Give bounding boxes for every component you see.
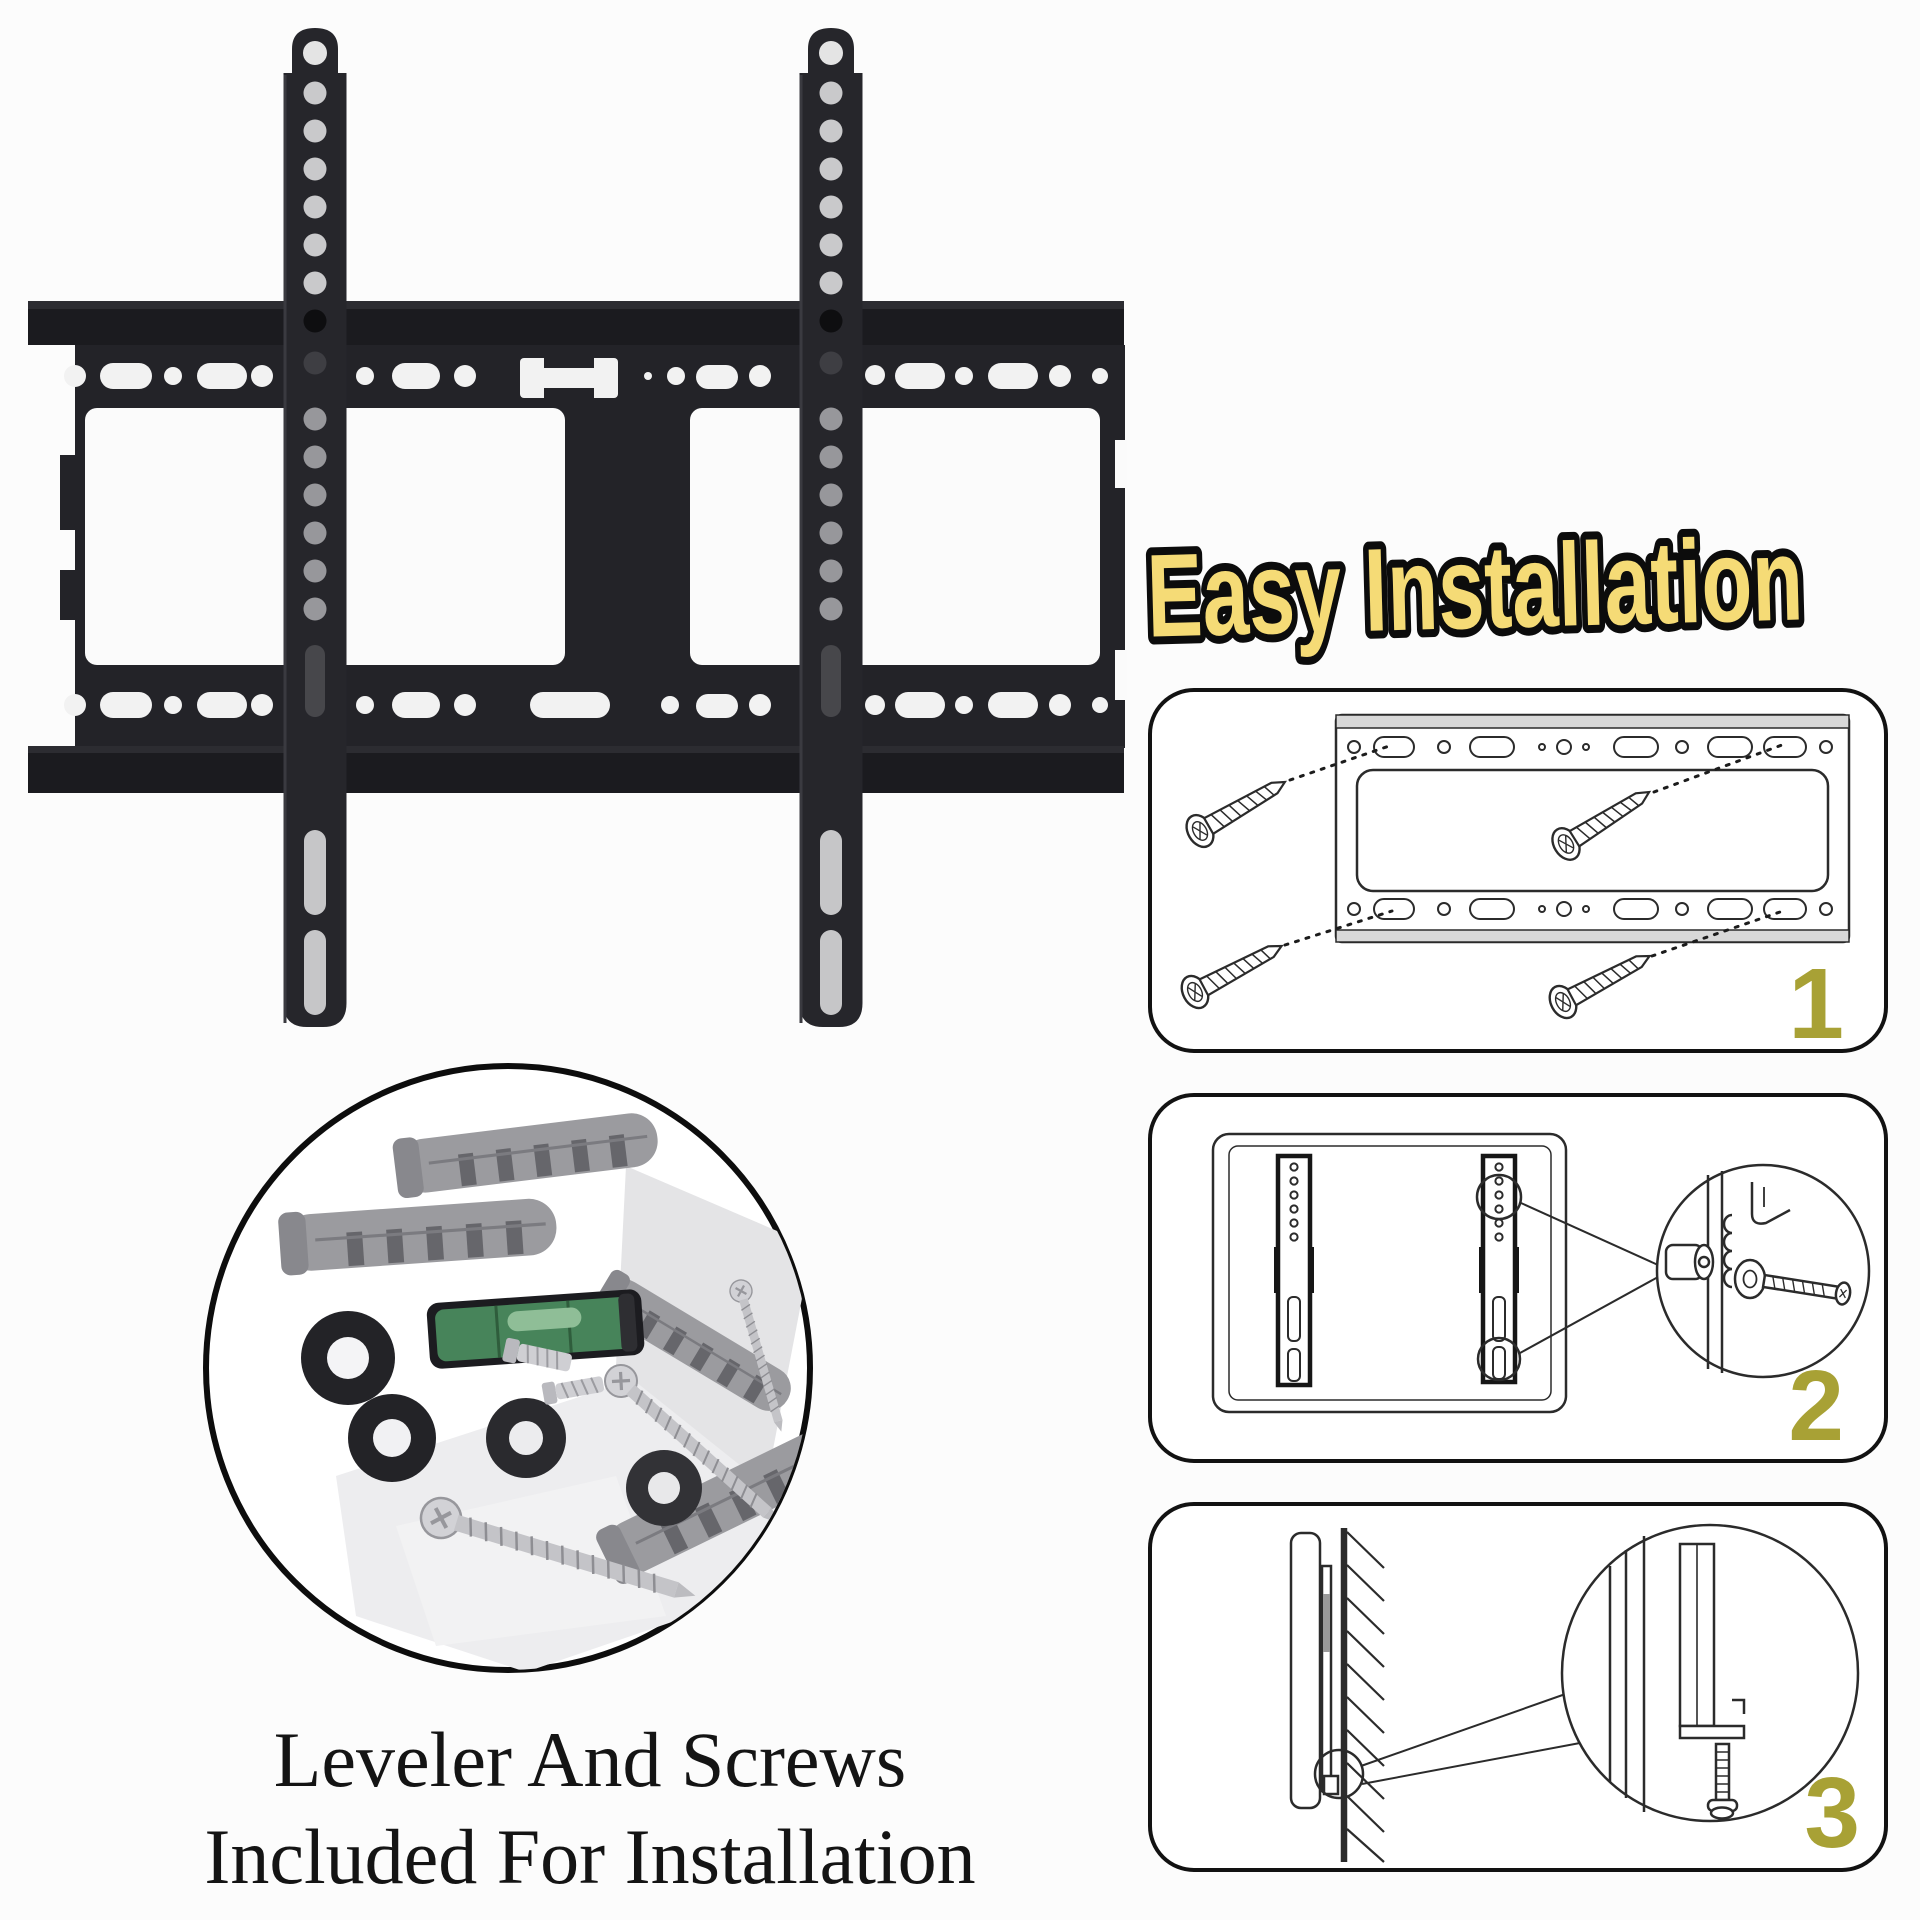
- step-3-panel: 3: [1148, 1502, 1888, 1872]
- caption-line-2: Included For Installation: [204, 1812, 976, 1900]
- wall-plate: [28, 301, 1127, 793]
- mounting-screws-drawing: [1175, 743, 1784, 1024]
- step-1-panel: 1: [1148, 688, 1888, 1053]
- caption-line-1: Leveler And Screws: [273, 1716, 907, 1803]
- step-1-number: 1: [1788, 948, 1844, 1049]
- tv-back-drawing: [1211, 1132, 1659, 1414]
- step-3-diagram: 3: [1289, 1523, 1860, 1868]
- rail-drawing-right: [1479, 1153, 1519, 1385]
- rubber-washers: [301, 1311, 702, 1526]
- rail-drawing-left: [1274, 1153, 1314, 1388]
- spirit-level: [426, 1289, 645, 1369]
- step-2-number: 2: [1788, 1350, 1844, 1459]
- step-1-diagram: 1: [1175, 713, 1851, 1049]
- right-vesa-rail: [799, 28, 863, 1027]
- lock-screw-detail-zoom: [1560, 1523, 1860, 1823]
- step-3-number: 3: [1804, 1757, 1860, 1868]
- caption: Leveler And Screws Included For Installa…: [70, 1712, 1110, 1905]
- easy-installation-title: Easy Installation: [1137, 505, 1812, 668]
- step-2-diagram: 2: [1211, 1132, 1871, 1459]
- title-text: Easy Installation: [1145, 513, 1804, 662]
- bracket-product-photo: [28, 28, 1127, 1027]
- hardware-kit-photo: [203, 1063, 813, 1673]
- step-2-panel: 2: [1148, 1093, 1888, 1463]
- hook-detail-zoom: [1655, 1163, 1871, 1379]
- wall-side-view-drawing: [1289, 1528, 1581, 1863]
- left-vesa-rail: [283, 28, 347, 1027]
